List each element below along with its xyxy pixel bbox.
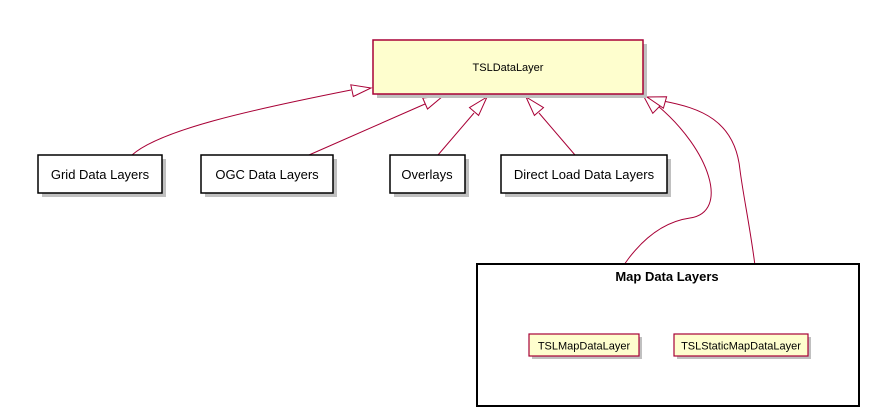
class-tsl-static-map-data-layer: TSLStaticMapDataLayer <box>673 333 811 359</box>
category-direct-load-data-layers-label: Direct Load Data Layers <box>514 167 655 182</box>
edge-direct-load-data-layers <box>538 112 576 156</box>
class-tsl-data-layer-label: TSLDataLayer <box>473 62 544 74</box>
package-map-data-layers: Map Data Layers TSLMapDataLayer TSLStati… <box>476 263 860 407</box>
category-grid-data-layers-label: Grid Data Layers <box>51 167 150 182</box>
arrowhead-direct-load <box>524 95 545 117</box>
category-ogc-data-layers-label: OGC Data Layers <box>215 167 319 182</box>
class-tsl-map-data-layer: TSLMapDataLayer <box>528 333 642 359</box>
category-overlays-label: Overlays <box>401 167 453 182</box>
class-tsl-map-data-layer-label: TSLMapDataLayer <box>538 341 631 353</box>
edge-grid-data-layers <box>131 89 352 156</box>
edge-overlays <box>437 112 475 156</box>
category-ogc-data-layers: OGC Data Layers <box>200 154 337 197</box>
class-tsl-data-layer: TSLDataLayer <box>372 39 647 98</box>
arrowhead-overlays <box>468 95 489 117</box>
package-map-data-layers-title: Map Data Layers <box>615 269 718 284</box>
category-grid-data-layers: Grid Data Layers <box>37 154 166 197</box>
inheritance-arrowheads <box>350 84 668 117</box>
arrowhead-tsl-static <box>645 96 668 110</box>
arrowhead-grid <box>350 84 373 98</box>
category-direct-load-data-layers: Direct Load Data Layers <box>500 154 671 197</box>
class-tsl-static-map-data-layer-label: TSLStaticMapDataLayer <box>681 341 801 353</box>
category-overlays: Overlays <box>389 154 469 197</box>
edge-ogc-data-layers <box>308 103 426 156</box>
